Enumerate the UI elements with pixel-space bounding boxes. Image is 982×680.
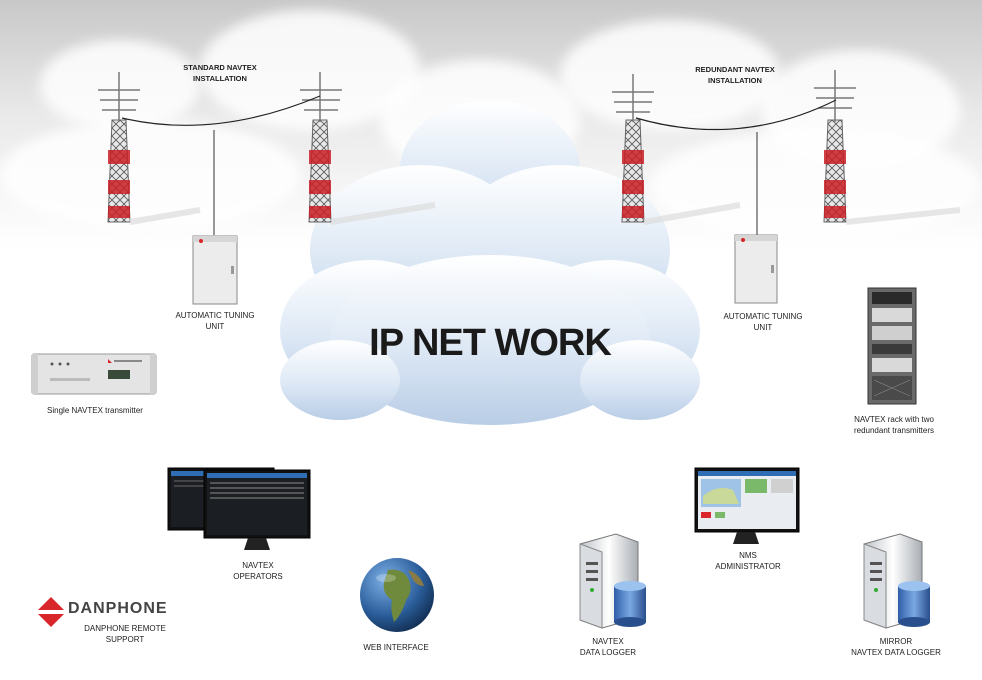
- tuning-unit-right-cabinet: [734, 234, 778, 304]
- sky-background: [0, 0, 982, 250]
- danphone-logo-icon: [38, 597, 64, 627]
- tuning-unit-left-cabinet: [192, 235, 238, 305]
- mirror-data-logger-label: MIRROR NAVTEX DATA LOGGER: [851, 637, 941, 657]
- tower-right-2: [814, 70, 961, 225]
- navtex-rack-device: [867, 287, 917, 405]
- single-transmitter-label: Single NAVTEX transmitter: [47, 406, 143, 415]
- operator-monitors: [167, 467, 311, 550]
- mirror-data-logger-server-icon: [863, 533, 930, 629]
- single-transmitter-device: [31, 353, 157, 395]
- rack-label: NAVTEX rack with two redundant transmitt…: [853, 415, 935, 435]
- web-interface-label: WEB INTERFACE: [363, 643, 429, 652]
- tuning-unit-right-label: AUTOMATIC TUNING UNIT: [723, 312, 803, 332]
- danphone-logo-text: DANPHONE: [68, 600, 168, 617]
- tower-left-1: [98, 72, 201, 225]
- globe-icon: [360, 558, 434, 632]
- tower-right-1: [612, 74, 741, 225]
- standard-installation-label: STANDARD NAVTEX INSTALLATION: [183, 63, 257, 83]
- tuning-unit-left-label: AUTOMATIC TUNING UNIT: [175, 311, 255, 331]
- tower-left-2: [300, 72, 436, 225]
- data-logger-label: NAVTEX DATA LOGGER: [579, 637, 637, 657]
- nms-label: NMS ADMINISTRATOR: [715, 551, 781, 571]
- network-title: IP NET WORK: [369, 322, 612, 364]
- redundant-installation-label: REDUNDANT NAVTEX INSTALLATION: [695, 65, 775, 85]
- remote-support-label: DANPHONE REMOTE SUPPORT: [84, 624, 166, 644]
- data-logger-server-icon: [579, 533, 646, 629]
- nms-monitor: [694, 467, 800, 544]
- operators-label: NAVTEX OPERATORS: [233, 561, 283, 581]
- ip-network-cloud: [280, 100, 700, 425]
